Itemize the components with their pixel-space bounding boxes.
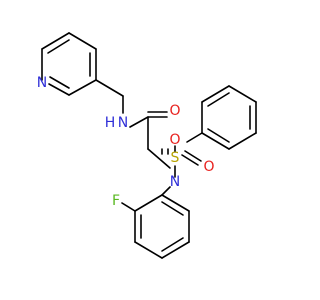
bond-double-inner <box>207 92 230 107</box>
bond <box>228 85 257 103</box>
sulfonyl-oxygen-lower-label: O <box>203 159 214 175</box>
sulfonyl-oxygen-upper-label: O <box>169 132 180 148</box>
bond-double-inner <box>47 39 70 54</box>
linker-chain <box>95 79 171 169</box>
bond-double-inner <box>161 237 184 252</box>
bond <box>161 194 190 212</box>
amide-hydrogen-label: H <box>105 115 116 131</box>
pyridine-ring <box>41 32 97 96</box>
bond <box>201 85 230 103</box>
bond <box>134 194 163 212</box>
bond <box>41 32 70 50</box>
bond <box>184 150 202 162</box>
sulfonamide-nitrogen-label: N <box>170 174 180 190</box>
sulfur-label: S <box>171 150 180 166</box>
bond-double-inner <box>49 76 70 89</box>
bond <box>68 32 97 50</box>
bond <box>68 79 97 96</box>
bond <box>95 79 124 97</box>
bond <box>129 116 149 128</box>
bond <box>161 241 190 259</box>
bond <box>48 83 70 96</box>
bond-double-inner <box>161 201 184 216</box>
bond-double-inner <box>207 128 230 143</box>
carbonyl-oxygen-label: O <box>169 103 180 119</box>
bond <box>161 186 171 196</box>
bond <box>201 132 230 150</box>
bond <box>181 154 199 166</box>
fluorophenyl-ring <box>121 194 190 259</box>
fluorine-label: F <box>112 193 120 209</box>
molecule-structure: N N H O N S O O F <box>37 32 257 259</box>
bond <box>228 132 257 150</box>
bond <box>186 132 203 143</box>
amide-nitrogen-label: N <box>118 115 128 131</box>
bond <box>134 241 163 259</box>
bond <box>147 148 171 169</box>
bond <box>121 202 136 212</box>
pyridine-nitrogen-label: N <box>37 75 47 91</box>
phenyl-ring <box>201 85 257 150</box>
sulfonyl-group <box>161 132 203 178</box>
